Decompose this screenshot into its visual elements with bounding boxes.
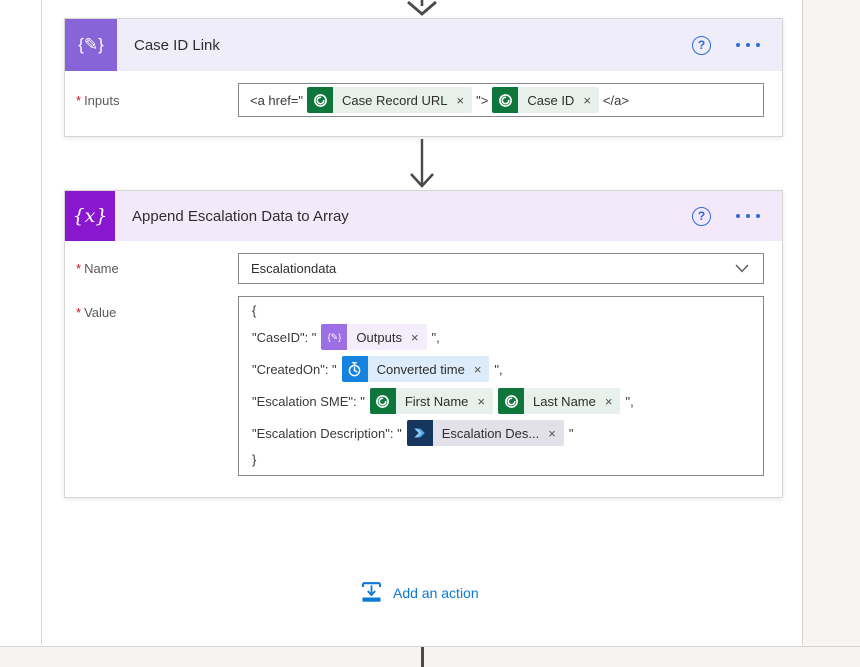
token-label: Outputs xyxy=(356,329,402,345)
required-marker: * xyxy=(76,92,82,108)
token-last-name[interactable]: Last Name × xyxy=(498,388,621,414)
required-marker: * xyxy=(76,305,82,320)
value-field-label: *Value xyxy=(76,305,117,320)
action-card-header[interactable]: {x} Append Escalation Data to Array ? xyxy=(65,191,782,241)
connector-arrow-top xyxy=(407,0,437,16)
power-automate-flow-icon xyxy=(406,420,433,446)
variable-name-dropdown[interactable]: Escalationdata xyxy=(238,253,764,284)
scope-border-right xyxy=(802,0,803,645)
token-close-icon[interactable]: × xyxy=(583,92,591,108)
token-label: Last Name xyxy=(533,393,596,409)
token-close-icon[interactable]: × xyxy=(477,393,485,409)
token-close-icon[interactable]: × xyxy=(456,92,465,108)
more-options-icon[interactable] xyxy=(736,210,760,222)
compose-outputs-icon: {✎} xyxy=(321,324,348,350)
code-line-createdon: "CreatedOn": " Converted time × ", xyxy=(252,353,753,385)
token-close-icon[interactable]: × xyxy=(473,361,482,377)
dataverse-icon xyxy=(498,388,524,414)
action-title: Case ID Link xyxy=(134,36,220,54)
code-line-caseid: "CaseID": " {✎} Outputs × ", xyxy=(252,321,753,353)
dropdown-value: Escalationdata xyxy=(251,261,337,276)
inputs-field[interactable]: <a href=" Case Record URL × "> Case ID xyxy=(238,83,764,117)
token-label: Case ID xyxy=(527,92,575,108)
token-label: Converted time xyxy=(376,361,465,377)
token-escalation-description[interactable]: Escalation Des... × xyxy=(406,420,564,446)
chevron-down-icon xyxy=(735,264,749,273)
connector-arrow-middle xyxy=(410,139,434,188)
token-first-name[interactable]: First Name × xyxy=(369,388,493,414)
required-marker: * xyxy=(76,261,82,276)
insert-action-icon xyxy=(362,582,381,602)
dataverse-icon xyxy=(369,388,396,414)
code-text: </a> xyxy=(602,92,629,108)
action-card-append-escalation-data: {x} Append Escalation Data to Array ? *N… xyxy=(64,190,783,498)
scope-border-left xyxy=(41,0,42,645)
canvas-gutter-bottom xyxy=(0,646,860,667)
help-icon[interactable]: ? xyxy=(692,35,711,55)
add-action-label: Add an action xyxy=(393,584,479,601)
action-card-case-id-link: {✎} Case ID Link ? *Inputs <a href=" xyxy=(64,18,783,137)
token-close-icon[interactable]: × xyxy=(548,425,556,441)
inputs-field-label: *Inputs xyxy=(76,92,120,108)
token-close-icon[interactable]: × xyxy=(604,393,613,409)
more-options-icon[interactable] xyxy=(736,39,760,51)
help-icon[interactable]: ? xyxy=(692,206,711,226)
token-converted-time[interactable]: Converted time × xyxy=(341,356,490,382)
action-title: Append Escalation Data to Array xyxy=(132,207,349,225)
variable-value-field[interactable]: { "CaseID": " {✎} Outputs × ", "CreatedO… xyxy=(238,296,764,476)
time-zone-icon xyxy=(341,356,368,382)
token-case-record-url[interactable]: Case Record URL × xyxy=(307,87,473,113)
code-text: <a href=" xyxy=(250,92,304,108)
token-label: Escalation Des... xyxy=(441,425,540,441)
code-line-escalation-sme: "Escalation SME": " First Name × xyxy=(252,385,753,417)
dataverse-icon xyxy=(307,87,334,113)
token-outputs[interactable]: {✎} Outputs × xyxy=(321,324,427,350)
code-text: "> xyxy=(476,92,489,108)
canvas-gutter-right xyxy=(803,0,860,667)
token-label: Case Record URL xyxy=(342,92,448,108)
code-line-open-brace: { xyxy=(252,303,257,318)
token-close-icon[interactable]: × xyxy=(410,329,419,345)
code-line-escalation-description: "Escalation Description": " Escalation D… xyxy=(252,417,753,449)
dataverse-icon xyxy=(492,87,519,113)
variable-action-icon: {x} xyxy=(65,191,115,241)
name-field-label: *Name xyxy=(76,261,119,276)
code-line-close-brace: } xyxy=(252,452,257,467)
token-label: First Name xyxy=(404,393,469,409)
add-action-button[interactable]: Add an action xyxy=(360,581,479,604)
connector-arrow-bottom-stub xyxy=(421,647,424,667)
compose-action-icon: {✎} xyxy=(65,19,117,71)
action-card-header[interactable]: {✎} Case ID Link ? xyxy=(65,19,782,71)
token-case-id[interactable]: Case ID × xyxy=(492,87,599,113)
